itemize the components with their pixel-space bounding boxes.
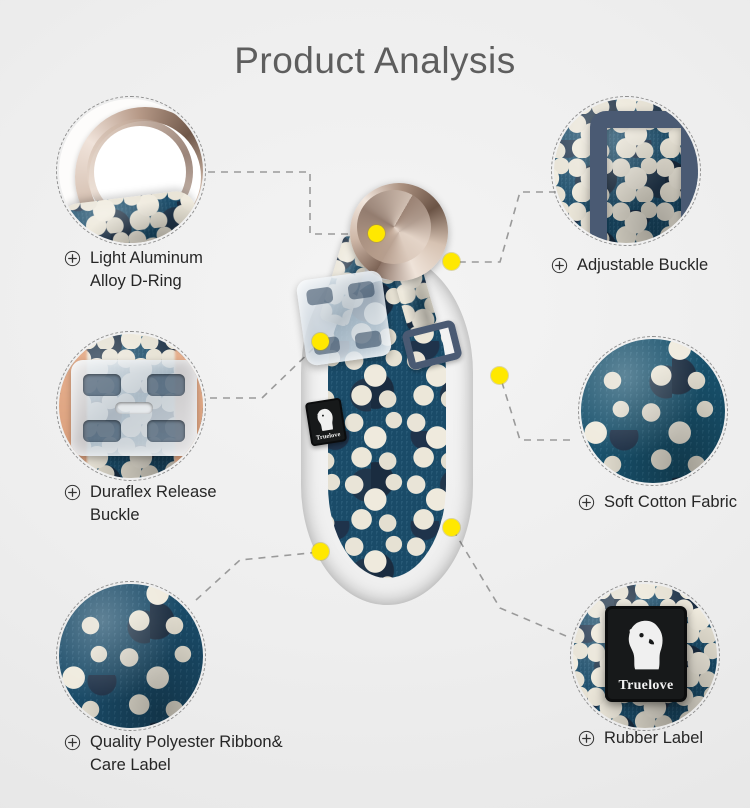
rubber-label-patch: Truelove [605, 606, 687, 702]
marker-polyester-ribbon[interactable] [312, 543, 329, 560]
d-ring-hardware-inner [357, 190, 431, 264]
label-rubber-label: Rubber Label [578, 727, 703, 750]
label-text: Rubber Label [604, 729, 704, 747]
callout-rubber-label[interactable]: Truelove [570, 581, 726, 737]
plus-circle-icon [64, 734, 81, 751]
label-text: Adjustable Buckle [577, 256, 709, 274]
label-cotton-fabric: Soft Cotton Fabric [578, 491, 737, 514]
label-d-ring: Light Aluminum Alloy D-Ring [64, 247, 203, 293]
photo-polyester-ribbon [56, 581, 206, 731]
photo-rubber-label: Truelove [570, 581, 720, 731]
label-text: Soft Cotton Fabric [604, 493, 737, 511]
marker-adjustable-buckle[interactable] [443, 253, 460, 270]
page-title: Product Analysis [234, 40, 516, 81]
plus-circle-icon [551, 257, 568, 274]
marker-d-ring[interactable] [368, 225, 385, 242]
plus-circle-icon [64, 250, 81, 267]
truelove-patch: Truelove [304, 397, 348, 447]
brand-text: Truelove [618, 678, 674, 693]
marker-rubber-label[interactable] [443, 519, 460, 536]
callout-adjustable-buckle[interactable] [551, 96, 707, 252]
product-image-dog-collar: Truelove [275, 175, 508, 635]
marker-duraflex-buckle[interactable] [312, 333, 329, 350]
callout-d-ring[interactable] [56, 96, 212, 252]
dog-logo-icon [628, 620, 663, 670]
plus-circle-icon [64, 484, 81, 501]
label-text: Quality Polyester Ribbon& Care Label [90, 733, 283, 774]
callout-duraflex-buckle[interactable] [56, 331, 212, 487]
plus-circle-icon [578, 730, 595, 747]
photo-duraflex-buckle [56, 331, 206, 481]
photo-d-ring [56, 96, 206, 246]
dog-logo-icon [317, 408, 333, 432]
label-adjustable-buckle: Adjustable Buckle [551, 254, 708, 277]
release-buckle-hardware [295, 269, 393, 367]
callout-polyester-ribbon[interactable] [56, 581, 212, 737]
label-polyester-ribbon: Quality Polyester Ribbon& Care Label [64, 731, 283, 777]
callout-cotton-fabric[interactable] [578, 336, 734, 492]
label-text: Light Aluminum Alloy D-Ring [90, 249, 203, 290]
label-duraflex-buckle: Duraflex Release Buckle [64, 481, 217, 527]
connector-cotton [499, 375, 570, 441]
photo-cotton-fabric [578, 336, 728, 486]
photo-adjustable-buckle [551, 96, 701, 246]
marker-cotton-fabric[interactable] [491, 367, 508, 384]
plus-circle-icon [578, 494, 595, 511]
label-text: Duraflex Release Buckle [90, 483, 217, 524]
